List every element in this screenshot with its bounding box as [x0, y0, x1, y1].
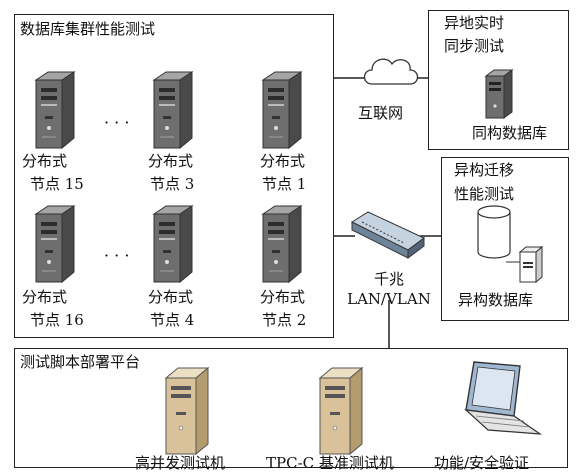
- node-label: 节点 3: [150, 175, 195, 193]
- switch-label-2: LAN/VLAN: [347, 290, 431, 308]
- switch-label-1: 千兆: [373, 270, 404, 288]
- heterogeneous-db-label: 异构数据库: [458, 291, 534, 309]
- remote-sync-title-1: 异地实时: [444, 14, 505, 32]
- remote-sync-panel: [428, 10, 569, 150]
- remote-sync-title-2: 同步测试: [444, 37, 505, 55]
- platform-panel: [14, 348, 568, 468]
- node-label: 分布式: [260, 288, 306, 306]
- node-label: 分布式: [22, 288, 68, 306]
- cluster-title: 数据库集群性能测试: [20, 20, 156, 38]
- node-label: 分布式: [260, 152, 306, 170]
- ellipsis: · · ·: [104, 113, 130, 132]
- node-label: 节点 4: [150, 311, 195, 329]
- server-icon: [319, 367, 363, 455]
- node-label: 节点 15: [30, 175, 84, 193]
- ellipsis: · · ·: [104, 246, 130, 265]
- machine-label: TPC-C 基准测试机: [266, 454, 394, 472]
- node-label: 节点 1: [262, 175, 307, 193]
- internet-label: 互联网: [358, 104, 404, 122]
- node-label: 分布式: [148, 288, 194, 306]
- server-icon: [165, 367, 209, 455]
- platform-title: 测试脚本部署平台: [20, 353, 141, 371]
- cluster-panel: [14, 14, 334, 338]
- homogeneous-db-label: 同构数据库: [472, 124, 548, 142]
- migration-title-2: 性能测试: [454, 185, 515, 203]
- node-label: 分布式: [22, 152, 68, 170]
- machine-label: 功能/安全验证: [434, 454, 530, 472]
- node-label: 节点 16: [30, 311, 84, 329]
- migration-panel: [441, 157, 569, 321]
- node-label: 分布式: [148, 152, 194, 170]
- node-label: 节点 2: [262, 311, 307, 329]
- laptop-icon: [464, 361, 543, 435]
- machine-label: 高并发测试机: [135, 454, 226, 472]
- migration-title-1: 异构迁移: [454, 161, 515, 179]
